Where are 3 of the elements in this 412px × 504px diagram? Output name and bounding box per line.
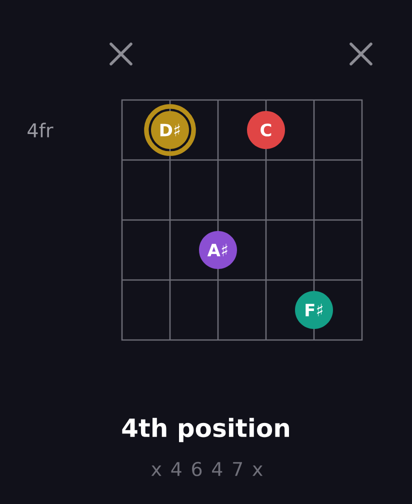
fret-number: 4fr (28, 122, 54, 138)
title: 4th position (122, 418, 289, 442)
fret-sequence: x 4 6 4 7 x (151, 462, 263, 476)
